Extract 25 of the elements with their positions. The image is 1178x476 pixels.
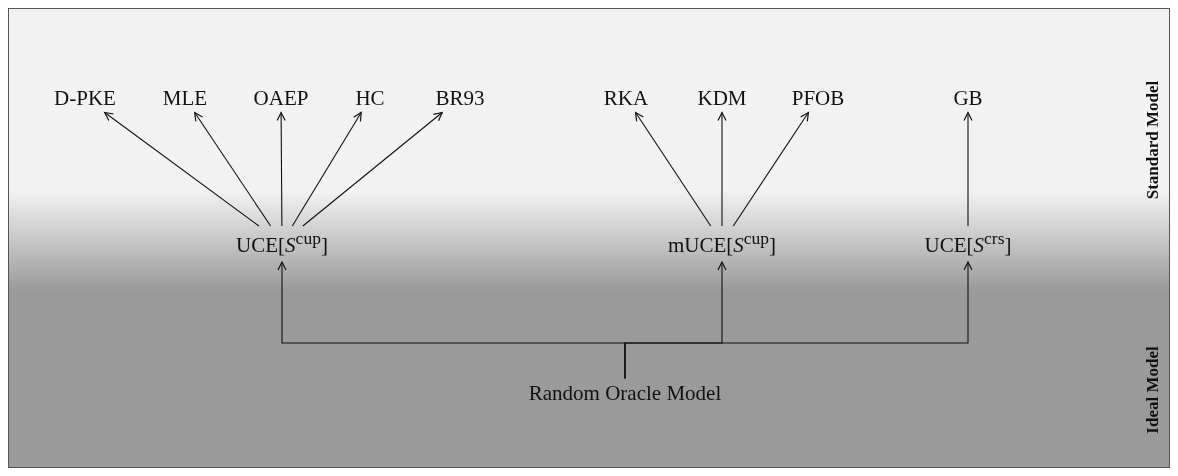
concept-label: OAEP (250, 83, 312, 113)
arrow (104, 111, 260, 227)
arrow (302, 111, 443, 227)
concept-label: HC (352, 83, 388, 113)
concept-label: UCE[S$^{crs}$] (921, 226, 1015, 260)
arrow (194, 111, 272, 227)
arrow (635, 111, 712, 227)
arrow (624, 261, 973, 380)
concept-label: PFOB (788, 83, 848, 113)
arrow (717, 111, 727, 227)
concept-label: D-PKE (51, 83, 119, 113)
arrow (276, 111, 286, 227)
root-label: Random Oracle Model (525, 378, 725, 408)
concept-label: UCE[S$^{cup}$] (233, 226, 331, 260)
concept-label: BR93 (432, 83, 488, 113)
concept-label: GB (950, 83, 986, 113)
concept-label: MLE (159, 83, 211, 113)
arrow (291, 111, 362, 227)
arrow (963, 111, 973, 227)
concept-label: KDM (694, 83, 750, 113)
model-level-label: Ideal Model (1143, 346, 1163, 434)
arrow (732, 111, 809, 227)
model-level-label: Standard Model (1143, 80, 1163, 200)
concept-label: RKA (600, 83, 652, 113)
concept-label: mUCE[S$^{cup}$] (664, 226, 780, 260)
